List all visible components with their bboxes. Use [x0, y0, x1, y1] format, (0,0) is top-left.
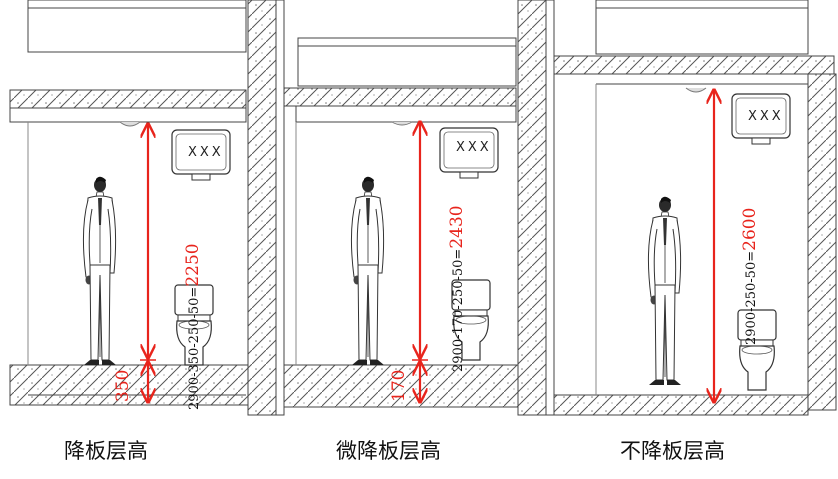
panel-dropped-slab: XXX 2900-350-250-50=2250 350: [9, 0, 277, 416]
height-formula: 2900-250-50=2600: [740, 208, 760, 345]
floor-slab: [553, 394, 809, 416]
ceiling-slab: [283, 87, 517, 107]
right-wall: [517, 0, 547, 416]
height-formula: 2900-350-250-50=2250: [183, 243, 203, 410]
floor-drop-value: 170: [389, 370, 409, 402]
ceiling-slab: [9, 89, 247, 109]
fixture-label: XXX: [748, 109, 784, 124]
panel-slight-dropped-slab: XXX 2900-170-250-50=2430 170: [275, 0, 547, 416]
floor-slab: [283, 364, 519, 408]
person-figure: [647, 196, 682, 386]
fixture-label: XXX: [188, 145, 224, 160]
caption-dropped-slab: 降板层高: [64, 439, 148, 463]
fixture-label: XXX: [456, 140, 492, 155]
caption-no-dropped-slab: 不降板层高: [620, 439, 725, 463]
floor-drop-value: 350: [113, 370, 133, 402]
right-wall: [247, 0, 277, 416]
height-formula: 2900-170-250-50=2430: [447, 205, 467, 372]
caption-slight-dropped-slab: 微降板层高: [336, 439, 441, 463]
floor-slab: [9, 364, 249, 406]
panel-no-dropped-slab: XXX 2900-250-50=2600: [545, 0, 837, 416]
right-wall: [807, 73, 837, 411]
ceiling-slab: [553, 55, 835, 75]
person-figure: [350, 176, 385, 366]
person-figure: [82, 176, 117, 366]
